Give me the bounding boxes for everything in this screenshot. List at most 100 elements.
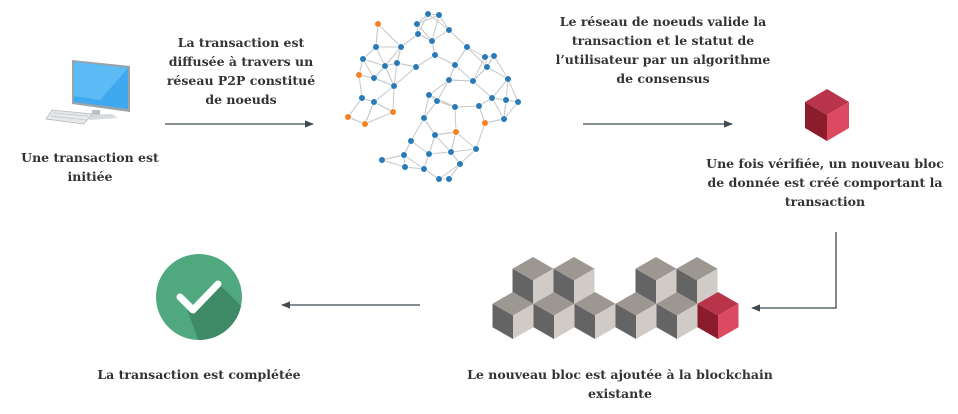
network-node <box>435 11 443 19</box>
network-node <box>502 96 510 104</box>
network-graph-icon <box>344 10 522 183</box>
network-node <box>425 150 433 158</box>
network-edge <box>450 148 477 153</box>
caption-line: réseau P2P constitué <box>166 73 316 88</box>
network-node <box>481 53 489 61</box>
network-node <box>472 145 480 153</box>
new-red-block-cube <box>697 292 739 339</box>
network-node <box>370 98 378 106</box>
network-node <box>504 75 512 83</box>
network-node <box>407 137 415 145</box>
network-node <box>456 160 464 168</box>
caption-new-block: Une fois vérifiée, un nouveau bloc de do… <box>706 154 944 211</box>
blockchain-cubes-icon <box>492 257 739 339</box>
network-edge <box>403 154 425 170</box>
network-edge <box>377 23 402 48</box>
caption-line: de noeuds <box>205 92 277 107</box>
network-edge <box>373 85 395 103</box>
network-node <box>514 98 522 106</box>
caption-line: La transaction est complétée <box>97 367 301 382</box>
computer-icon <box>45 60 130 125</box>
network-node <box>500 115 508 123</box>
network-edge <box>423 94 430 119</box>
network-edge <box>384 65 395 87</box>
network-node <box>431 131 439 139</box>
network-edge <box>428 151 452 155</box>
network-edge <box>416 14 440 25</box>
gray-block-cube <box>574 292 616 339</box>
network-node <box>381 62 389 70</box>
network-edge <box>454 106 457 133</box>
network-node <box>358 94 366 102</box>
caption-line: initiée <box>67 169 113 184</box>
network-edge <box>393 62 398 87</box>
network-edge <box>472 80 493 99</box>
network-edge <box>459 148 477 165</box>
network-edge <box>375 23 379 48</box>
network-edge <box>416 23 433 42</box>
network-node <box>401 163 409 171</box>
caption-line: La transaction est <box>177 35 305 50</box>
network-node <box>390 82 398 90</box>
caption-line: transaction <box>784 194 866 209</box>
network-node <box>425 91 433 99</box>
network-edge <box>455 131 477 150</box>
network-edge <box>410 117 425 142</box>
gray-block-cube <box>512 257 554 304</box>
caption-line: Une transaction est <box>21 150 159 165</box>
network-edge <box>472 56 486 82</box>
network-node-orange <box>481 119 489 127</box>
network-edge <box>393 66 417 87</box>
network-edge <box>410 140 430 155</box>
network-node-orange <box>344 113 352 121</box>
caption-added: Le nouveau bloc est ajoutée à la blockch… <box>467 365 773 403</box>
network-node <box>414 30 422 38</box>
network-edge <box>428 79 450 96</box>
network-node-orange <box>452 128 460 136</box>
network-edge <box>448 79 474 82</box>
network-node <box>428 37 436 45</box>
network-edge <box>454 64 474 82</box>
network-node <box>378 156 386 164</box>
gray-block-cube <box>676 257 718 304</box>
network-edge <box>427 13 450 31</box>
network-node <box>490 52 498 60</box>
network-node <box>412 63 420 71</box>
network-edge <box>475 122 486 150</box>
network-edge <box>493 55 509 80</box>
network-edge <box>434 54 456 66</box>
caption-validation: Le réseau de noeuds valide la transactio… <box>556 12 771 88</box>
network-node <box>431 51 439 59</box>
network-node-orange <box>361 120 369 128</box>
network-node <box>451 103 459 111</box>
network-edge <box>364 111 394 125</box>
network-edge <box>503 101 519 120</box>
network-node <box>445 26 453 34</box>
network-node-orange <box>374 20 382 28</box>
network-node <box>400 151 408 159</box>
network-node <box>469 77 477 85</box>
network-node <box>445 175 453 183</box>
caption-line: diffusée à travers un <box>168 54 314 69</box>
network-node <box>359 55 367 63</box>
network-node <box>424 10 432 18</box>
network-node-orange <box>389 108 397 116</box>
network-node <box>445 76 453 84</box>
gray-block-cube <box>656 292 698 339</box>
network-edge <box>438 163 461 180</box>
network-edge <box>358 74 363 99</box>
caption-completed: La transaction est complétée <box>97 365 300 384</box>
network-edge <box>347 97 363 118</box>
network-edge <box>362 58 386 67</box>
gray-block-cube <box>553 257 595 304</box>
caption-line: Le nouveau bloc est ajoutée à la blockch… <box>467 367 773 382</box>
network-node <box>397 43 405 51</box>
arrow-block-to-chain <box>751 232 837 312</box>
network-node <box>370 74 378 82</box>
network-node <box>435 175 443 183</box>
caption-line: Le réseau de noeuds valide la <box>559 14 767 29</box>
caption-line: Une fois vérifiée, un nouveau bloc <box>706 156 944 171</box>
network-node <box>463 43 471 51</box>
network-node <box>413 20 421 28</box>
